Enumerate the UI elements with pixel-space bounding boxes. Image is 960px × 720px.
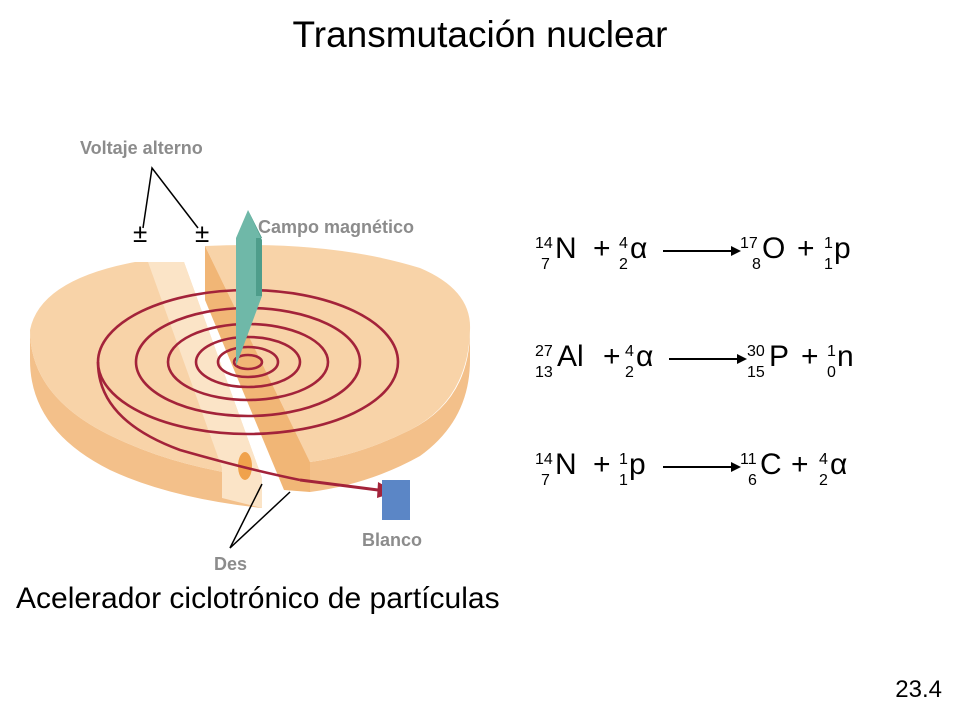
mass-number: 11 <box>740 451 757 468</box>
cyclotron-diagram <box>30 166 471 549</box>
magnetic-field-label: Campo magnético <box>258 217 415 237</box>
atomic-number: 2 <box>625 364 634 381</box>
reaction-equation-2: 27 13 Al + 4 2 α 30 15 P + 1 0 n <box>535 340 935 400</box>
reaction-arrow <box>663 246 741 256</box>
reaction-arrow <box>663 462 741 472</box>
element-symbol: n <box>837 340 854 373</box>
mass-number: 30 <box>747 343 765 360</box>
reaction-equation-1: 14 7 N + 4 2 α 17 8 O + 1 1 p <box>535 232 935 292</box>
atomic-number: 7 <box>541 256 550 273</box>
mass-number: 27 <box>535 343 553 360</box>
right-dee-side <box>310 330 470 492</box>
mass-number: 14 <box>535 451 553 468</box>
element-symbol: α <box>636 340 654 373</box>
voltage-wires <box>142 166 199 229</box>
reaction-arrow <box>669 354 747 364</box>
plus-sign: + <box>593 232 611 265</box>
slide-title: Transmutación nuclear <box>292 14 668 55</box>
atomic-number: 0 <box>827 364 836 381</box>
mass-number: 1 <box>619 451 628 468</box>
target-label: Blanco <box>362 530 423 550</box>
element-symbol: α <box>630 232 648 265</box>
mass-number: 1 <box>824 235 833 252</box>
element-symbol: P <box>769 340 790 373</box>
mass-number: 14 <box>535 235 553 252</box>
element-symbol: α <box>830 448 848 481</box>
element-symbol: O <box>762 232 786 265</box>
atomic-number: 7 <box>541 472 550 489</box>
extraction-beam <box>299 478 379 492</box>
element-symbol: Al <box>557 340 584 373</box>
plus-sign: + <box>593 448 611 481</box>
element-symbol: N <box>555 232 577 265</box>
left-polarity-symbol: ± <box>133 218 148 248</box>
atomic-number: 2 <box>819 472 828 489</box>
atomic-number: 15 <box>747 364 765 381</box>
plus-sign: + <box>791 448 809 481</box>
left-dee-top <box>30 262 262 478</box>
mass-number: 4 <box>819 451 828 468</box>
alternating-voltage-label: Voltaje alterno <box>80 138 203 158</box>
left-dee-gap-face <box>148 262 262 508</box>
source-opening <box>238 452 252 480</box>
mass-number: 1 <box>827 343 836 360</box>
right-polarity-symbol: ± <box>195 218 210 248</box>
reaction-equation-3: 14 7 N + 1 1 p 11 6 C + 4 2 α <box>535 448 935 508</box>
target-block <box>382 480 410 520</box>
plus-sign: + <box>797 232 815 265</box>
atomic-number: 2 <box>619 256 628 273</box>
right-dee-top <box>205 244 471 462</box>
atomic-number: 13 <box>535 364 553 381</box>
atomic-number: 1 <box>619 472 628 489</box>
element-symbol: N <box>555 448 577 481</box>
element-symbol: p <box>629 448 646 481</box>
figure-caption: Acelerador ciclotrónico de partículas <box>16 582 500 615</box>
atomic-number: 6 <box>748 472 757 489</box>
mass-number: 4 <box>619 235 628 252</box>
dees-label: Des <box>214 554 248 574</box>
slide-number: 23.4 <box>895 676 942 703</box>
mass-number: 4 <box>625 343 634 360</box>
atomic-number: 8 <box>752 256 761 273</box>
element-symbol: C <box>760 448 782 481</box>
atomic-number: 1 <box>824 256 833 273</box>
plus-sign: + <box>603 340 621 373</box>
dee-wires <box>229 483 291 549</box>
plus-sign: + <box>801 340 819 373</box>
element-symbol: p <box>834 232 851 265</box>
magnetic-field-arrow <box>236 210 262 366</box>
mass-number: 17 <box>740 235 758 252</box>
